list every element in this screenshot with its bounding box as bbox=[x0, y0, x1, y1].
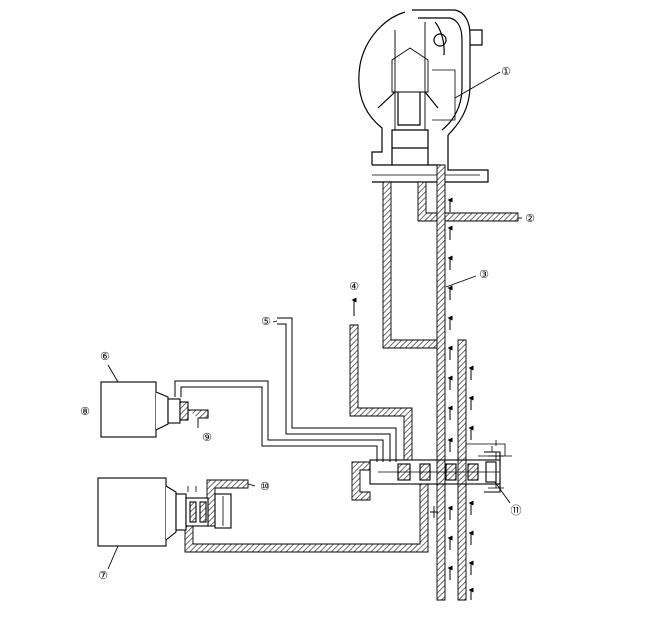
top-component-housing bbox=[358, 9, 489, 183]
callout-3: ③ bbox=[479, 269, 489, 281]
leader-6 bbox=[107, 364, 119, 383]
passage-to-2 bbox=[417, 181, 519, 222]
callout-11: ⑪ bbox=[511, 504, 522, 517]
callout-2: ② bbox=[525, 213, 535, 225]
solenoid-7-body bbox=[97, 477, 167, 547]
leader-10 bbox=[247, 483, 256, 487]
leader-11 bbox=[494, 481, 511, 504]
callout-4: ④ bbox=[349, 281, 359, 293]
passage-outlet bbox=[457, 339, 467, 601]
fluid-passages bbox=[184, 164, 519, 601]
leader-7 bbox=[107, 545, 119, 570]
callout-5: ⑤ bbox=[261, 316, 271, 328]
passage-solenoid-6 bbox=[174, 380, 384, 462]
callout-10: ⑩ bbox=[260, 481, 270, 493]
callout-labels: ① ② ③ ④ ⑤ ⑥ ⑦ ⑧ ⑨ ⑩ ⑪ bbox=[80, 66, 535, 582]
leader-3 bbox=[445, 275, 477, 288]
leader-1 bbox=[454, 71, 501, 99]
leader-lines bbox=[107, 71, 522, 570]
leader-5 bbox=[272, 320, 278, 323]
solenoid-6 bbox=[100, 381, 209, 438]
control-valve bbox=[369, 440, 512, 518]
solenoid-7 bbox=[97, 477, 232, 547]
callout-9: ⑨ bbox=[202, 432, 212, 444]
callout-7: ⑦ bbox=[98, 570, 108, 582]
valve-left-cap bbox=[351, 461, 371, 501]
callout-6: ⑥ bbox=[100, 351, 110, 363]
callout-8: ⑧ bbox=[80, 406, 90, 418]
flow-arrows bbox=[351, 197, 474, 600]
callout-1: ① bbox=[501, 66, 511, 78]
solenoid-6-body bbox=[100, 381, 157, 438]
passage-left-upper bbox=[382, 181, 438, 349]
passage-5 bbox=[277, 317, 397, 462]
passage-main-3 bbox=[436, 164, 446, 601]
